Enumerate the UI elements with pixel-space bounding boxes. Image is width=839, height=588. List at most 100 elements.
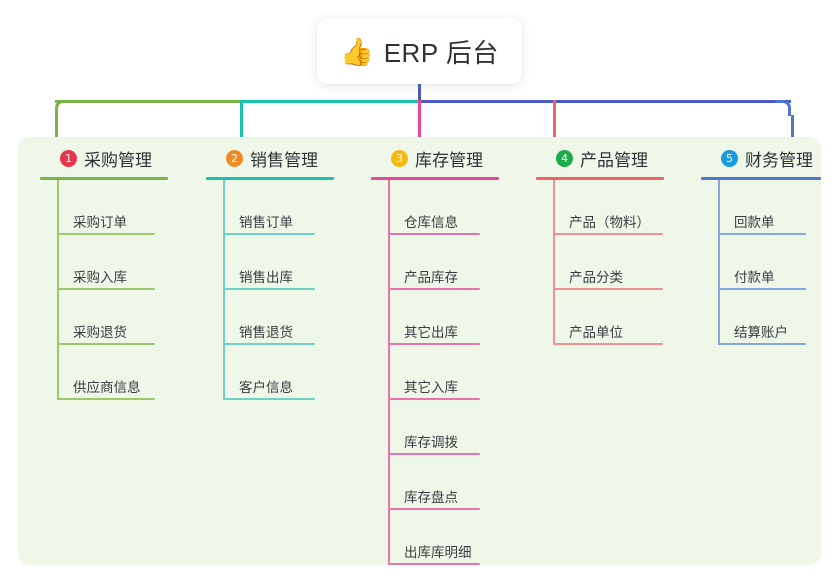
branch-header-4[interactable]: 4 产品管理	[536, 145, 664, 171]
leaf-node-label: 采购订单	[73, 214, 127, 230]
branch-header-5[interactable]: 5 财务管理	[701, 145, 821, 171]
leaf-node-label: 出库库明细	[404, 544, 472, 560]
leaf-node-label: 供应商信息	[73, 379, 141, 395]
leaf-node-underline	[388, 343, 480, 345]
leaf-node[interactable]: 采购退货	[57, 290, 168, 345]
branch-spine	[388, 180, 390, 565]
leaf-node-underline	[223, 343, 315, 345]
leaf-node-label: 结算账户	[734, 324, 788, 340]
branch-number-badge: 5	[721, 149, 738, 167]
leaf-node-underline	[388, 233, 480, 235]
leaf-node-underline	[718, 343, 806, 345]
leaf-node[interactable]: 结算账户	[718, 290, 821, 345]
leaf-node[interactable]: 产品分类	[553, 235, 664, 290]
branch-title: 库存管理	[415, 150, 483, 170]
leaf-node-label: 产品库存	[404, 269, 458, 285]
branch-spine	[57, 180, 59, 400]
leaf-node-underline	[553, 233, 663, 235]
leaf-node-label: 仓库信息	[404, 214, 458, 230]
leaf-node[interactable]: 销售订单	[223, 180, 334, 235]
leaf-node[interactable]: 产品单位	[553, 290, 664, 345]
leaf-node[interactable]: 其它出库	[388, 290, 499, 345]
leaf-node-underline	[57, 233, 155, 235]
leaf-node-underline	[718, 288, 806, 290]
leaf-node-underline	[57, 288, 155, 290]
thumbs-up-icon: 👍	[340, 36, 374, 67]
leaf-node-underline	[388, 453, 480, 455]
leaf-node-underline	[553, 343, 663, 345]
branch-number-badge: 1	[60, 149, 77, 167]
leaf-node[interactable]: 产品库存	[388, 235, 499, 290]
branch-sub-list: 仓库信息产品库存其它出库其它入库库存调拨库存盘点出库库明细	[371, 180, 499, 565]
leaf-node-underline	[223, 288, 315, 290]
leaf-node-underline	[388, 563, 480, 565]
branch-column-5: 5 财务管理回款单付款单结算账户	[701, 145, 821, 345]
branch-header-3[interactable]: 3 库存管理	[371, 145, 499, 171]
root-node-title: ERP 后台	[383, 37, 499, 68]
leaf-node[interactable]: 库存调拨	[388, 400, 499, 455]
connector-bus-blue	[418, 100, 791, 103]
leaf-node-underline	[388, 398, 480, 400]
leaf-node[interactable]: 出库库明细	[388, 510, 499, 565]
branch-spine	[718, 180, 720, 345]
leaf-node[interactable]: 仓库信息	[388, 180, 499, 235]
branch-number-badge: 4	[556, 149, 573, 167]
connector-drop-col-1-elbow	[55, 100, 71, 116]
branch-rule	[371, 177, 499, 180]
branch-column-3: 3 库存管理仓库信息产品库存其它出库其它入库库存调拨库存盘点出库库明细	[371, 145, 499, 565]
leaf-node-label: 产品（物料）	[569, 214, 650, 230]
leaf-node[interactable]: 库存盘点	[388, 455, 499, 510]
leaf-node-label: 销售订单	[239, 214, 293, 230]
leaf-node-underline	[388, 508, 480, 510]
branch-rule	[701, 177, 821, 180]
leaf-node[interactable]: 产品（物料）	[553, 180, 664, 235]
branch-rule	[40, 177, 168, 180]
leaf-node[interactable]: 付款单	[718, 235, 821, 290]
root-node-card[interactable]: 👍 ERP 后台	[317, 18, 522, 84]
leaf-node[interactable]: 销售出库	[223, 235, 334, 290]
leaf-node-underline	[223, 233, 315, 235]
connector-drop-col-4	[553, 100, 556, 159]
connector-drop-col-2	[240, 100, 243, 159]
connector-bus-green	[55, 100, 240, 103]
branch-title: 产品管理	[580, 150, 648, 170]
leaf-node-label: 产品分类	[569, 269, 623, 285]
leaf-node-underline	[57, 398, 155, 400]
leaf-node[interactable]: 采购入库	[57, 235, 168, 290]
leaf-node[interactable]: 客户信息	[223, 345, 334, 400]
leaf-node[interactable]: 供应商信息	[57, 345, 168, 400]
branch-spine	[553, 180, 555, 345]
leaf-node-underline	[553, 288, 663, 290]
leaf-node-label: 客户信息	[239, 379, 293, 395]
leaf-node-label: 其它入库	[404, 379, 458, 395]
branch-sub-list: 销售订单销售出库销售退货客户信息	[206, 180, 334, 400]
branch-sub-list: 回款单付款单结算账户	[701, 180, 821, 345]
branch-rule	[206, 177, 334, 180]
leaf-node[interactable]: 其它入库	[388, 345, 499, 400]
branch-sub-list: 采购订单采购入库采购退货供应商信息	[40, 180, 168, 400]
branch-number-badge: 3	[391, 149, 408, 167]
connector-drop-col-5-elbow	[775, 100, 791, 116]
leaf-node-label: 库存盘点	[404, 489, 458, 505]
leaf-node[interactable]: 采购订单	[57, 180, 168, 235]
branch-sub-list: 产品（物料） 产品分类产品单位	[536, 180, 664, 345]
branch-column-4: 4 产品管理产品（物料） 产品分类产品单位	[536, 145, 664, 345]
leaf-node-label: 其它出库	[404, 324, 458, 340]
leaf-node-underline	[388, 288, 480, 290]
leaf-node[interactable]: 回款单	[718, 180, 821, 235]
leaf-node-label: 库存调拨	[404, 434, 458, 450]
branch-title: 财务管理	[745, 150, 813, 170]
leaf-node-underline	[718, 233, 806, 235]
leaf-node-label: 采购退货	[73, 324, 127, 340]
leaf-node-label: 销售出库	[239, 269, 293, 285]
leaf-node-label: 付款单	[734, 269, 775, 285]
connector-drop-col-3	[418, 100, 421, 159]
leaf-node[interactable]: 销售退货	[223, 290, 334, 345]
branch-spine	[223, 180, 225, 400]
leaf-node-label: 回款单	[734, 214, 775, 230]
connector-bus-teal	[240, 100, 418, 103]
connector-trunk-vertical	[418, 84, 421, 100]
